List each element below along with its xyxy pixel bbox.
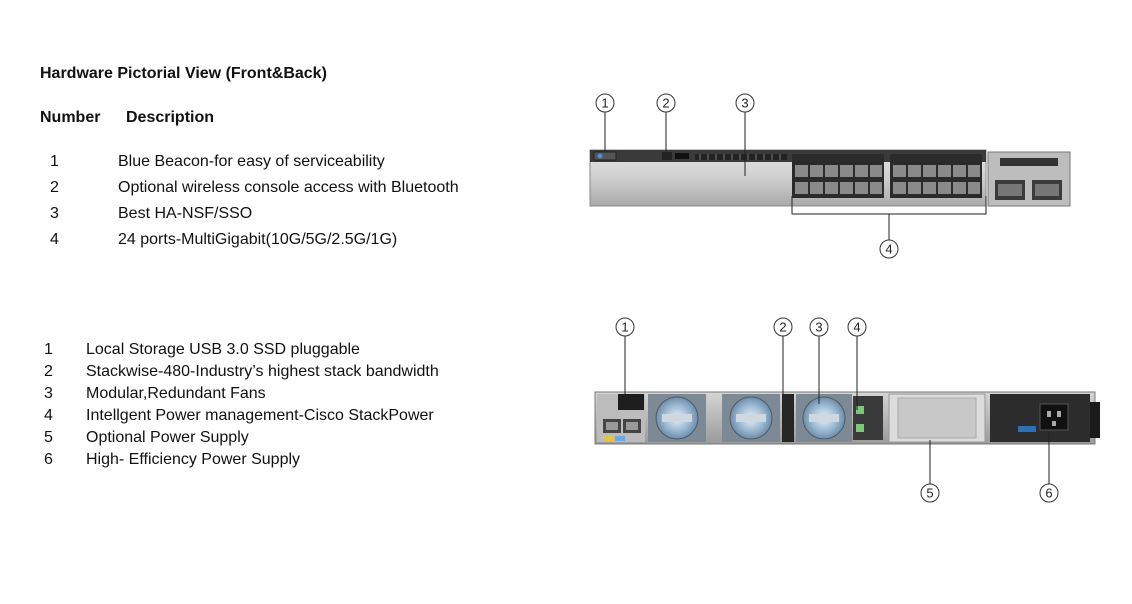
callout-marker: 5 (920, 483, 940, 503)
front-item-number: 4 (50, 231, 59, 248)
callout-marker: 3 (735, 93, 755, 113)
back-callouts: 1 2 3 4 5 6 (615, 317, 1059, 503)
back-item-description: High- Efficiency Power Supply (86, 451, 301, 468)
svg-text:6: 6 (1045, 486, 1052, 501)
back-item-description: Modular,Redundant Fans (86, 385, 266, 402)
back-item-number: 2 (44, 363, 53, 380)
front-item-description: Best HA-NSF/SSO (118, 205, 253, 222)
back-item-description: Local Storage USB 3.0 SSD pluggable (86, 341, 360, 358)
back-item-number: 4 (44, 407, 53, 424)
svg-text:5: 5 (926, 486, 933, 501)
switch-front-view (589, 149, 1071, 207)
callout-marker: 4 (847, 317, 867, 337)
svg-text:2: 2 (779, 320, 786, 335)
callout-marker: 2 (656, 93, 676, 113)
number-column-header: Number (40, 109, 101, 126)
switch-back-view (594, 391, 1100, 445)
callout-marker: 6 (1039, 483, 1059, 503)
back-item-description: Optional Power Supply (86, 429, 249, 446)
svg-text:3: 3 (741, 96, 748, 111)
front-item-description: Optional wireless console access with Bl… (118, 179, 459, 196)
callout-marker: 3 (809, 317, 829, 337)
svg-text:2: 2 (662, 96, 669, 111)
back-item-number: 1 (44, 341, 53, 358)
back-item-number: 6 (44, 451, 53, 468)
back-item-description: Stackwise-480-Industry’s highest stack b… (86, 363, 439, 380)
callout-marker: 2 (773, 317, 793, 337)
callout-marker: 1 (615, 317, 635, 337)
back-item-number: 3 (44, 385, 53, 402)
back-item-description: Intellgent Power management-Cisco StackP… (86, 407, 434, 424)
front-item-description: Blue Beacon-for easy of serviceability (118, 153, 385, 170)
front-item-number: 3 (50, 205, 59, 222)
svg-text:4: 4 (885, 242, 892, 257)
front-item-number: 2 (50, 179, 59, 196)
back-item-number: 5 (44, 429, 53, 446)
description-column-header: Description (126, 109, 215, 126)
svg-text:3: 3 (815, 320, 822, 335)
callout-marker: 1 (595, 93, 615, 113)
front-item-description: 24 ports-MultiGigabit(10G/5G/2.5G/1G) (118, 231, 398, 248)
page-title: Hardware Pictorial View (Front&Back) (40, 65, 327, 82)
front-item-number: 1 (50, 153, 59, 170)
svg-text:1: 1 (621, 320, 628, 335)
svg-text:1: 1 (601, 96, 608, 111)
callout-marker: 4 (879, 239, 899, 259)
front-callouts: 1 2 3 4 (595, 93, 987, 259)
svg-text:4: 4 (853, 320, 860, 335)
